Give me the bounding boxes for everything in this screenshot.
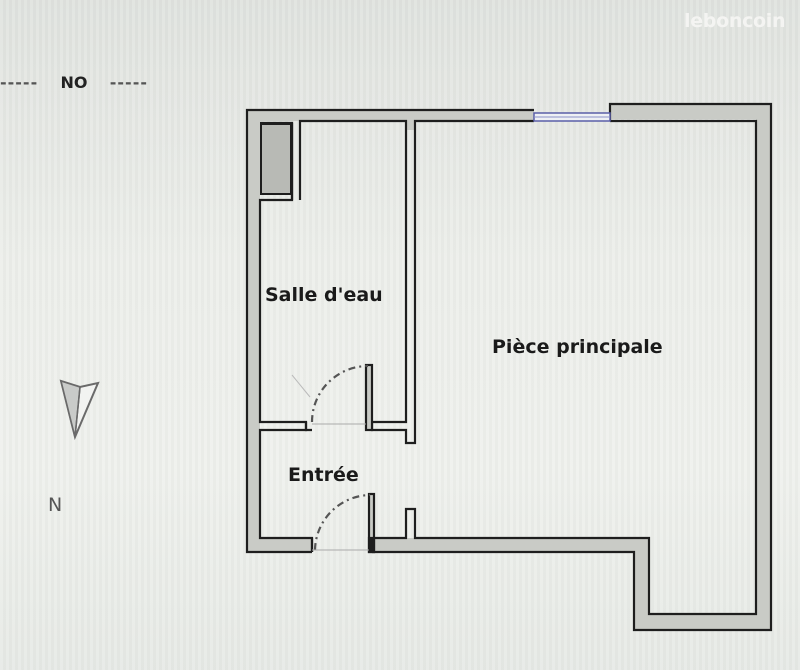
bathroom-fixture xyxy=(260,123,292,195)
leboncoin-watermark: leboncoin xyxy=(684,10,786,32)
window xyxy=(533,112,611,122)
wall-outlines xyxy=(245,102,773,632)
room-label-entree: Entrée xyxy=(288,464,359,486)
orientation-text: NO xyxy=(60,73,88,92)
door-swing-entree xyxy=(313,493,371,551)
dash-right: ----- xyxy=(109,73,148,92)
door-swing-salle-d-eau xyxy=(310,364,369,423)
room-label-salle-d-eau: Salle d'eau xyxy=(265,284,383,306)
exterior-walls xyxy=(247,104,771,630)
compass-north-label: N xyxy=(48,494,63,516)
room-label-piece-principale: Pièce principale xyxy=(492,336,663,358)
door-swing-guide xyxy=(291,374,311,398)
orientation-indicator: ----- NO ----- xyxy=(0,73,148,92)
dash-left: ----- xyxy=(0,73,39,92)
north-arrow-icon xyxy=(59,379,100,441)
